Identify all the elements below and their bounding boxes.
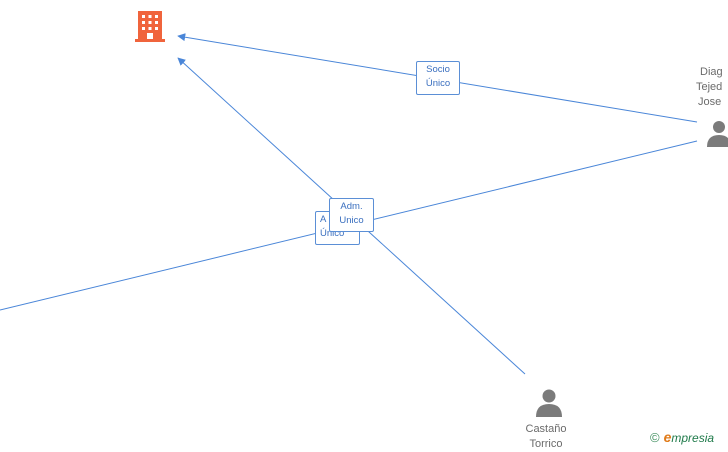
edge-label-line: Unico [339,215,364,226]
edge-label-line: Único [320,228,345,239]
person-icon[interactable] [707,121,728,147]
person-icon[interactable] [536,389,562,418]
name-line: Tejed [696,81,723,93]
edge-label-line: A [320,214,327,225]
edge-label-socio-unico: Socio Único [416,61,460,95]
brand-initial: e [663,429,672,445]
copyright-symbol: © [650,430,660,445]
name-line: Torrico [529,438,563,450]
name-line: Diag [700,66,723,78]
edge-label-line: Socio [426,64,450,75]
person-right-name[interactable]: Diag Tejed Jose [696,65,723,110]
edge-label-adm-unico: Adm. Unico [329,198,374,232]
person-bottom-name[interactable]: Castaño Torrico [509,422,583,452]
edge-label-line: Adm. [340,201,363,212]
empresia-logo: ©empresia [650,429,714,445]
brand-name: mpresia [671,431,715,445]
name-line: Jose [698,96,722,108]
edge-label-line: Único [425,78,451,89]
building-icon[interactable] [135,11,165,42]
name-line: Castaño [525,423,567,435]
